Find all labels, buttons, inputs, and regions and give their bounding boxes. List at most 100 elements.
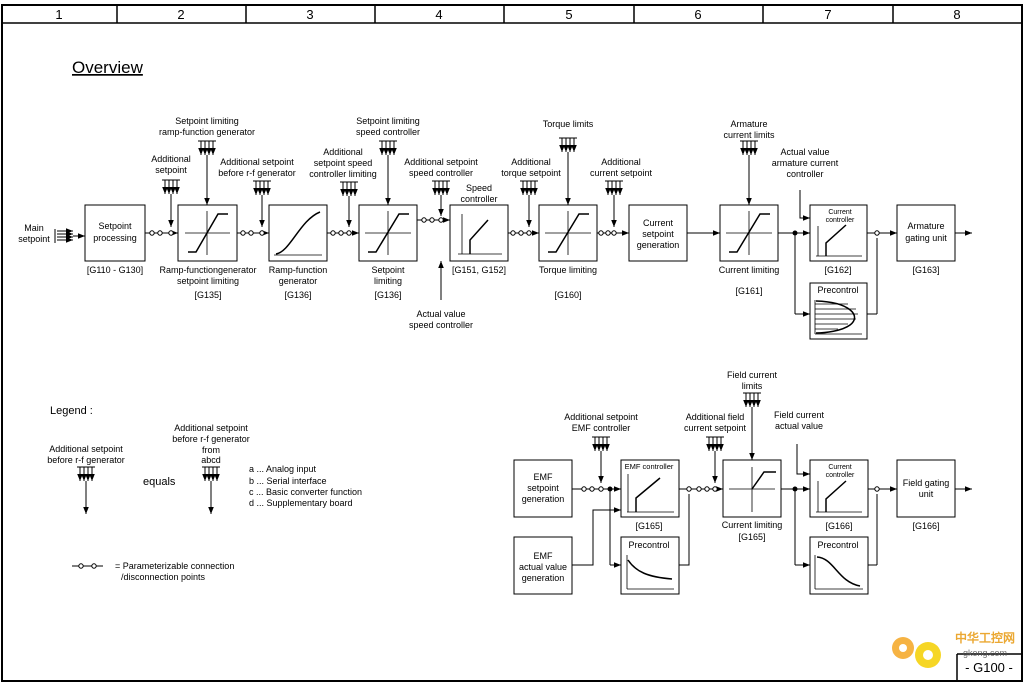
pi-controller-icon (458, 214, 502, 255)
armature-current-limits-label: current limits (723, 130, 775, 140)
current-setpoint-gen-label: setpoint (642, 229, 674, 239)
current-limiting-ref: [G161] (735, 286, 762, 296)
torque-limits-label: Torque limits (543, 119, 594, 129)
legend-left-label: before r-f generator (47, 455, 125, 465)
legend-item: a ... Analog input (249, 464, 317, 474)
field-gating-ref: [G166] (912, 521, 939, 531)
legend-item: d ... Supplementary board (249, 498, 353, 508)
precontrol-curve-icon (814, 300, 862, 335)
actual-armature-label: controller (786, 169, 823, 179)
emf-actual-label: actual value (519, 562, 567, 572)
emf-precontrol-label: Precontrol (628, 540, 669, 550)
rfg-limiting-ref: [G135] (194, 290, 221, 300)
rfg-label: Ramp-function (269, 265, 328, 275)
actual-armature-label: armature current (772, 158, 839, 168)
rfg-limiting-label: Ramp-functiongenerator (159, 265, 256, 275)
actual-armature-label: Actual value (780, 147, 829, 157)
field-current-actual-label: Field current (774, 410, 825, 420)
current-controller-block (809, 204, 868, 262)
main-setpoint-label: setpoint (18, 234, 50, 244)
emf-setpoint-generation-block (513, 459, 573, 518)
connection-switch (508, 230, 539, 236)
add-current-label: Additional (601, 157, 641, 167)
field-current-controller-ref: [G166] (825, 521, 852, 531)
connection-switch (417, 217, 450, 223)
setpoint-processing-label: processing (93, 233, 137, 243)
setpoint-processing-block (84, 204, 146, 262)
rfg-label: generator (279, 276, 318, 286)
legend-left-input-icon (77, 466, 95, 514)
field-current-limiting-ref: [G165] (738, 532, 765, 542)
speed-limit-label: speed controller (356, 127, 420, 137)
armature-current-limits-label: Armature (730, 119, 767, 129)
rfg-limit-label: ramp-function generator (159, 127, 255, 137)
column-number: 7 (824, 7, 831, 22)
page-title: Overview (72, 58, 144, 77)
add-speed-ctrl-label: Additional setpoint (404, 157, 478, 167)
current-setpoint-generation-block (628, 204, 688, 262)
emf-setpoint-gen-label: EMF (534, 472, 554, 482)
current-setpoint-gen-label: generation (637, 240, 680, 250)
current-controller-label: Current (828, 209, 851, 216)
armature-gating-unit-block (896, 204, 956, 262)
add-field-current-input-icon (706, 436, 724, 483)
armature-gating-label: gating unit (905, 233, 947, 243)
column-number: 6 (694, 7, 701, 22)
current-limiting-label: Current limiting (719, 265, 780, 275)
add-torque-input-icon (520, 180, 538, 227)
legend-equals: equals (143, 476, 176, 488)
speed-limit-input-icon (379, 140, 397, 205)
emf-actual-label: generation (522, 573, 565, 583)
connection-switch (597, 230, 629, 236)
current-controller-ref: [G162] (824, 265, 851, 275)
connection-point-icon (72, 563, 103, 569)
column-number: 4 (435, 7, 442, 22)
connection-switch (327, 230, 359, 236)
add-current-label: current setpoint (590, 168, 653, 178)
column-number: 2 (177, 7, 184, 22)
legend-item: c ... Basic converter function (249, 487, 362, 497)
add-emf-label: EMF controller (572, 423, 631, 433)
field-current-controller-block (809, 459, 869, 518)
speed-controller-title: controller (460, 194, 497, 204)
rfg-limiting-label: setpoint limiting (177, 276, 239, 286)
field-precontrol-block (809, 536, 869, 595)
add-before-rfg-input-icon (253, 180, 271, 227)
add-speed-ctrl-label: speed controller (409, 168, 473, 178)
legend-right-input-icon (202, 466, 220, 514)
rfg-limit-label: Setpoint limiting (175, 116, 239, 126)
add-torque-label: torque setpoint (501, 168, 561, 178)
add-emf-label: Additional setpoint (564, 412, 638, 422)
column-number: 1 (55, 7, 62, 22)
limiter-characteristic-icon (726, 211, 772, 255)
field-gating-unit-block (896, 459, 956, 518)
speed-limit-label: Setpoint limiting (356, 116, 420, 126)
current-controller-label: controller (826, 217, 855, 224)
setpoint-limiting-label: limiting (374, 276, 402, 286)
legend-item: b ... Serial interface (249, 476, 327, 486)
additional-setpoint-input-icon (162, 179, 180, 227)
limiter-characteristic-icon (729, 467, 776, 512)
field-current-limits-label: limits (742, 381, 763, 391)
precontrol-curve-icon (814, 555, 863, 590)
pi-controller-icon (627, 474, 674, 513)
add-field-current-label: current setpoint (684, 423, 747, 433)
current-setpoint-gen-label: Current (643, 218, 674, 228)
connection-switch (572, 486, 621, 492)
main-setpoint-label: Main (24, 223, 44, 233)
limiter-characteristic-icon (185, 211, 230, 255)
column-number: 3 (306, 7, 313, 22)
column-dividers (116, 5, 894, 23)
limiter-characteristic-icon (365, 211, 411, 255)
column-number: 5 (565, 7, 572, 22)
field-gating-label: unit (919, 489, 934, 499)
legend-connection-note: = Parameterizable connection (115, 561, 234, 571)
emf-controller-ref: [G165] (635, 521, 662, 531)
speed-controller-ref: [G151, G152] (452, 265, 506, 275)
armature-gating-label: Armature (907, 221, 944, 231)
legend-connection-note: /disconnection points (121, 572, 206, 582)
emf-controller-label: EMF controller (625, 462, 674, 471)
add-torque-label: Additional (511, 157, 551, 167)
